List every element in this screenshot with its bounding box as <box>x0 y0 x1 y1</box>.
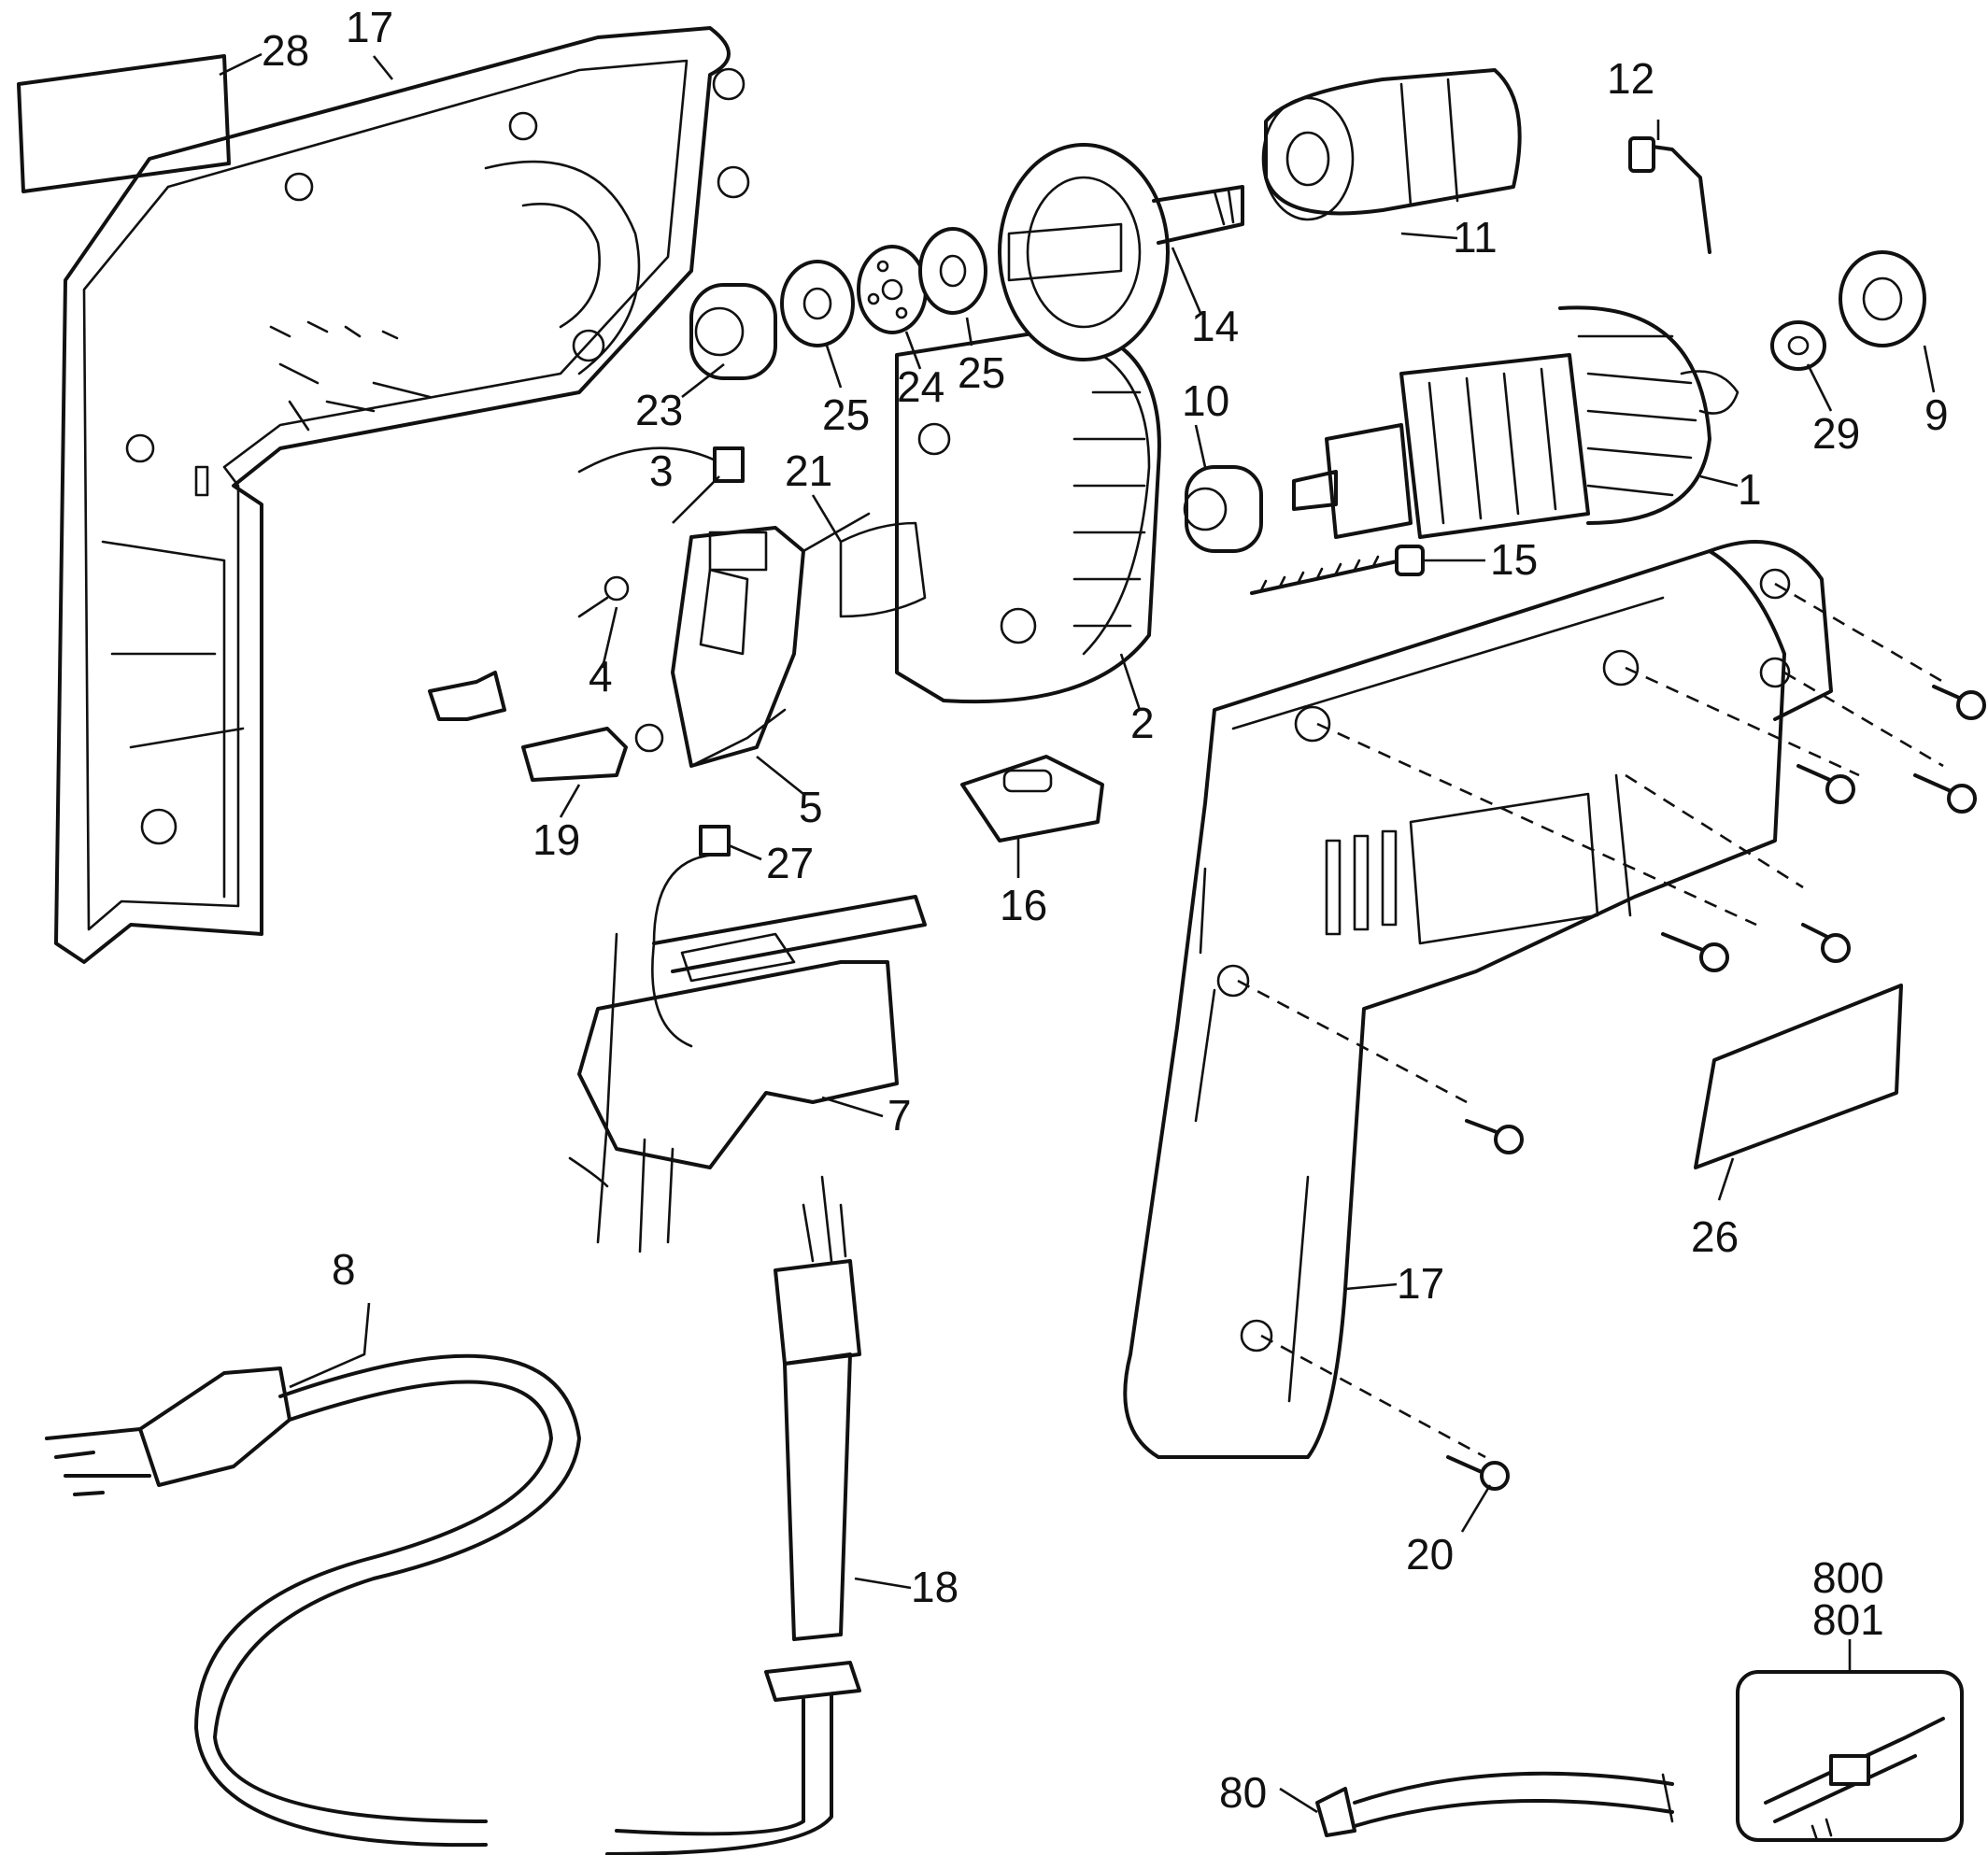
callout-16: 16 <box>1000 881 1047 929</box>
callout-3: 3 <box>649 446 674 495</box>
cord-protector-18 <box>605 1175 861 1855</box>
callout-25-right: 25 <box>958 348 1005 397</box>
callout-29: 29 <box>1812 409 1860 458</box>
callout-1: 1 <box>1738 465 1762 514</box>
washer-29 <box>1770 320 1826 371</box>
washer-25b <box>918 227 987 315</box>
callout-27: 27 <box>766 839 814 887</box>
callout-2: 2 <box>1130 699 1155 747</box>
callout-23: 23 <box>635 386 683 434</box>
callout-17-top: 17 <box>346 3 393 51</box>
terminal-clip <box>428 671 506 721</box>
callout-11: 11 <box>1453 213 1498 262</box>
brush-and-lead-3 <box>577 446 745 483</box>
callout-14: 14 <box>1191 302 1239 350</box>
callout-21: 21 <box>785 446 832 495</box>
callout-80: 80 <box>1219 1768 1267 1817</box>
power-cord-8 <box>45 1353 581 1848</box>
bearing-9 <box>1839 250 1926 347</box>
brush-holder <box>671 526 805 768</box>
assembly-lines <box>1237 582 1944 1459</box>
callout-10: 10 <box>1182 376 1229 425</box>
chuck-11 <box>1261 68 1522 221</box>
callout-28: 28 <box>262 26 309 75</box>
bearing-10 <box>1183 465 1263 553</box>
brush-assembly-19 <box>521 723 664 782</box>
callout-12: 12 <box>1607 54 1654 103</box>
gear-spindle-14 <box>998 143 1244 361</box>
washer-25a <box>780 260 855 347</box>
callout-24: 24 <box>897 362 944 411</box>
chuck-key-12 <box>1628 136 1711 254</box>
bearing-23 <box>689 283 777 380</box>
switch-7 <box>568 825 927 1253</box>
label-plate-28 <box>17 54 231 193</box>
clutch-24 <box>857 245 928 334</box>
screws <box>1446 685 1986 1491</box>
callout-labels: 28 17 12 11 14 25 24 25 23 10 1 29 9 15 … <box>262 3 1949 1817</box>
strap-80 <box>1315 1771 1674 1837</box>
label-plate-26 <box>1694 984 1903 1169</box>
callout-25-left: 25 <box>822 390 870 439</box>
callout-800: 800 <box>1812 1553 1884 1602</box>
brush-spring-4 <box>577 575 630 618</box>
callout-8: 8 <box>332 1245 356 1294</box>
armature-1 <box>1292 305 1740 539</box>
callout-801: 801 <box>1812 1595 1884 1644</box>
leader-lines <box>219 52 1936 1814</box>
callout-17-right: 17 <box>1397 1259 1444 1308</box>
callout-4: 4 <box>589 652 613 701</box>
clip-16 <box>960 755 1104 843</box>
callout-19: 19 <box>532 815 580 864</box>
callout-15: 15 <box>1490 535 1538 584</box>
callout-7: 7 <box>888 1091 912 1140</box>
screw-15 <box>1250 545 1425 595</box>
callout-9: 9 <box>1924 390 1949 439</box>
callout-20: 20 <box>1406 1530 1454 1579</box>
inset-800-801 <box>1736 1670 1964 1842</box>
callout-5: 5 <box>799 783 823 831</box>
callout-18: 18 <box>911 1563 958 1611</box>
housing-right-half <box>1123 540 1833 1459</box>
callout-26: 26 <box>1691 1212 1739 1261</box>
housing-left-half <box>54 26 750 964</box>
